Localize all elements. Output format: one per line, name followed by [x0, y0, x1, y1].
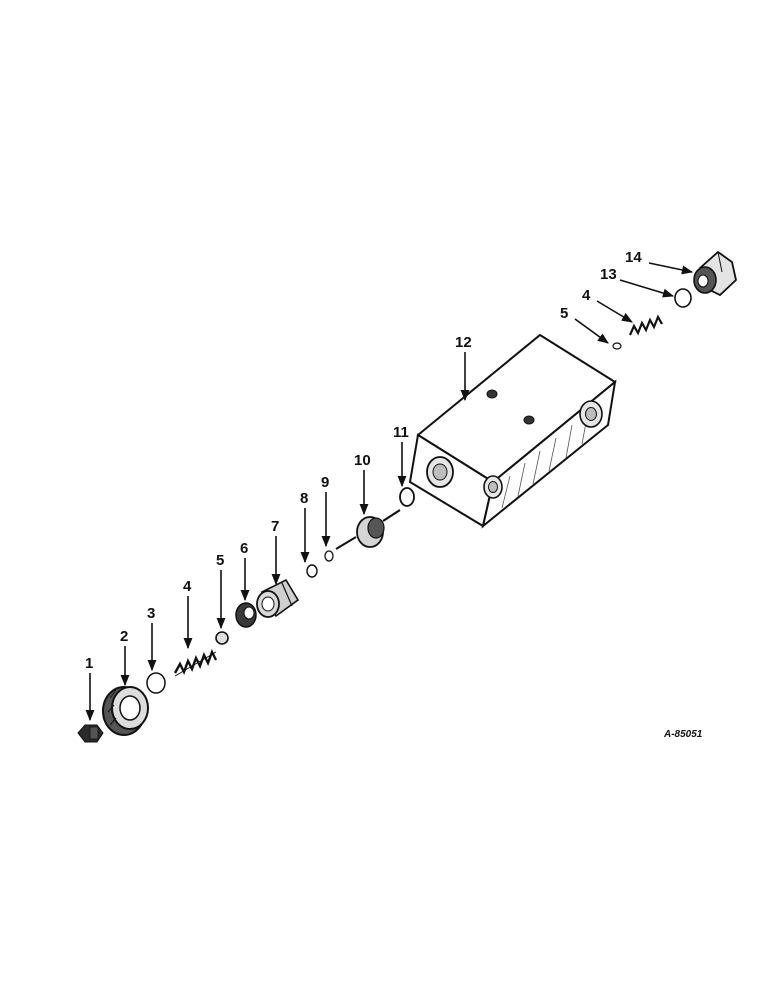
part-13-o-ring	[674, 288, 692, 308]
part-7-sleeve	[256, 578, 300, 618]
callout-2: 2	[120, 628, 128, 645]
callout-labels: 1 2 3 4 5 6 7 8 9 10 11 12 5 4 13 14	[85, 249, 642, 672]
part-2-plug	[102, 686, 149, 736]
part-6-seat	[235, 602, 257, 628]
callout-12: 12	[455, 334, 472, 351]
part-4-spring-left	[173, 648, 218, 677]
part-1-fitting	[77, 724, 104, 743]
part-9-washer	[324, 550, 334, 562]
part-3-o-ring	[146, 672, 166, 694]
callout-5-right: 5	[560, 305, 568, 322]
part-4-spring-right	[628, 314, 663, 336]
callout-13: 13	[600, 266, 617, 283]
part-11-o-ring	[399, 487, 415, 507]
callout-6: 6	[240, 540, 248, 557]
callout-4-right: 4	[582, 287, 591, 304]
callout-8: 8	[300, 490, 308, 507]
drawing-reference-code: A-85051	[663, 729, 703, 740]
callout-4: 4	[183, 578, 192, 595]
leader-lines	[85, 262, 694, 722]
callout-14: 14	[625, 249, 642, 266]
part-14-plug	[693, 250, 737, 297]
valve-body-block	[408, 333, 617, 529]
callout-5: 5	[216, 552, 224, 569]
callout-10: 10	[354, 452, 371, 469]
part-8-ring	[306, 564, 318, 578]
callout-3: 3	[147, 605, 155, 622]
part-5-ball-left	[215, 631, 229, 645]
part-10-poppet	[335, 509, 401, 550]
callout-11: 11	[393, 424, 409, 441]
part-5-ball-right	[612, 342, 622, 350]
callout-1: 1	[85, 655, 93, 672]
callout-7: 7	[271, 518, 279, 535]
callout-9: 9	[321, 474, 329, 491]
